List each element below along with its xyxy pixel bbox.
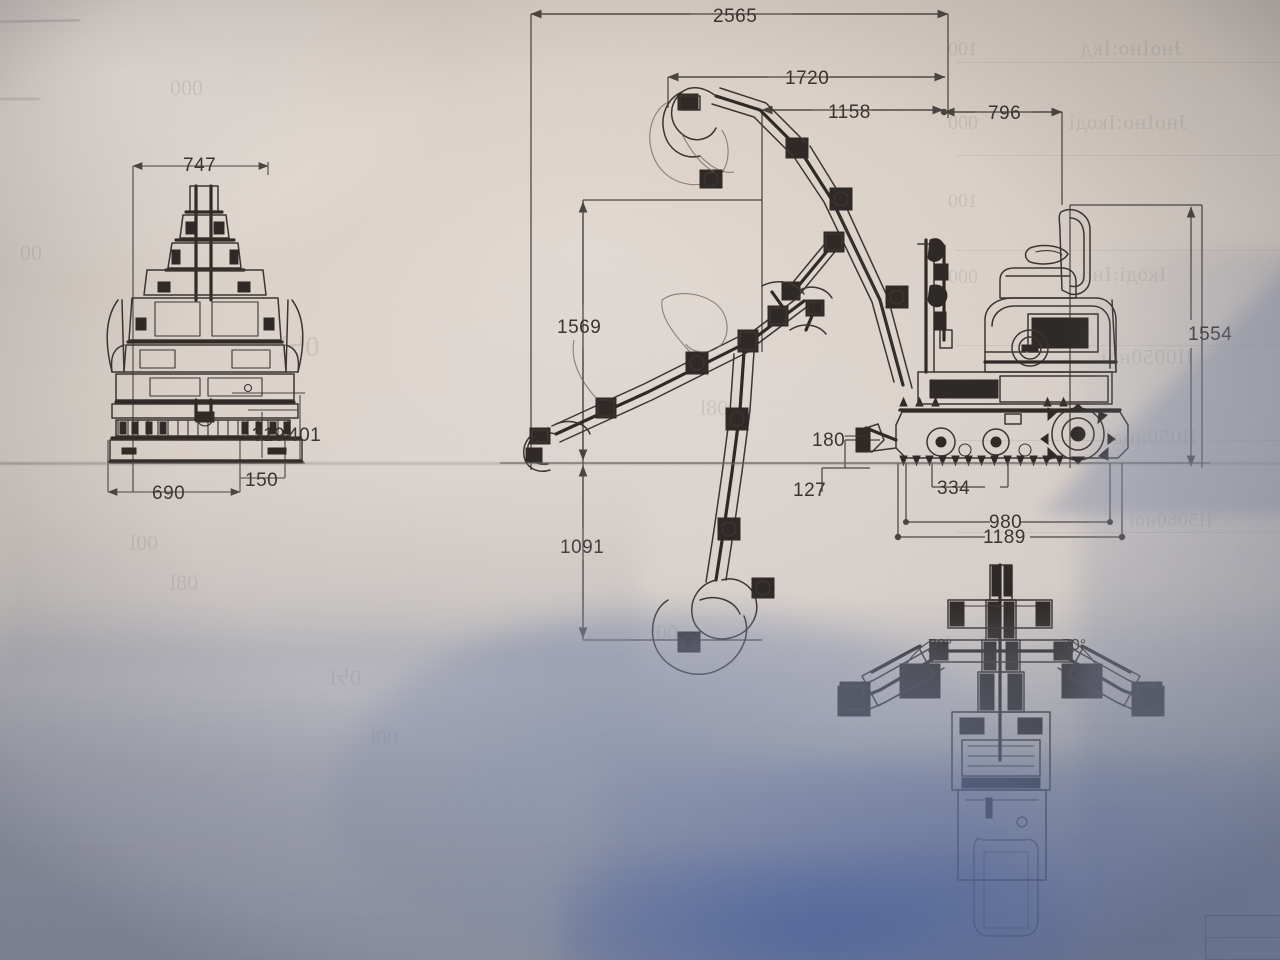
paper-crease: [0, 462, 1280, 465]
shadow-diagonal: [1040, 215, 1280, 515]
dim-796: 796: [988, 103, 1021, 124]
dim-180: 180: [812, 430, 845, 451]
dim-334: 334: [937, 478, 970, 499]
shadow-blue-core: [560, 855, 1080, 960]
dim-1189: 1189: [983, 527, 1026, 548]
paper-crease: [0, 98, 40, 100]
dim-747: 747: [183, 155, 216, 176]
dim-127: 127: [793, 480, 826, 501]
dim-401: 401: [288, 425, 321, 446]
dim-1158: 1158: [828, 102, 871, 123]
dim-1720: 1720: [785, 68, 829, 89]
front-view-group: 747 690 150 319 401: [106, 155, 321, 504]
dim-2565: 2565: [713, 6, 757, 27]
front-view-machine: [106, 184, 304, 464]
dim-319: 319: [252, 425, 285, 446]
dim-1569: 1569: [557, 317, 601, 338]
